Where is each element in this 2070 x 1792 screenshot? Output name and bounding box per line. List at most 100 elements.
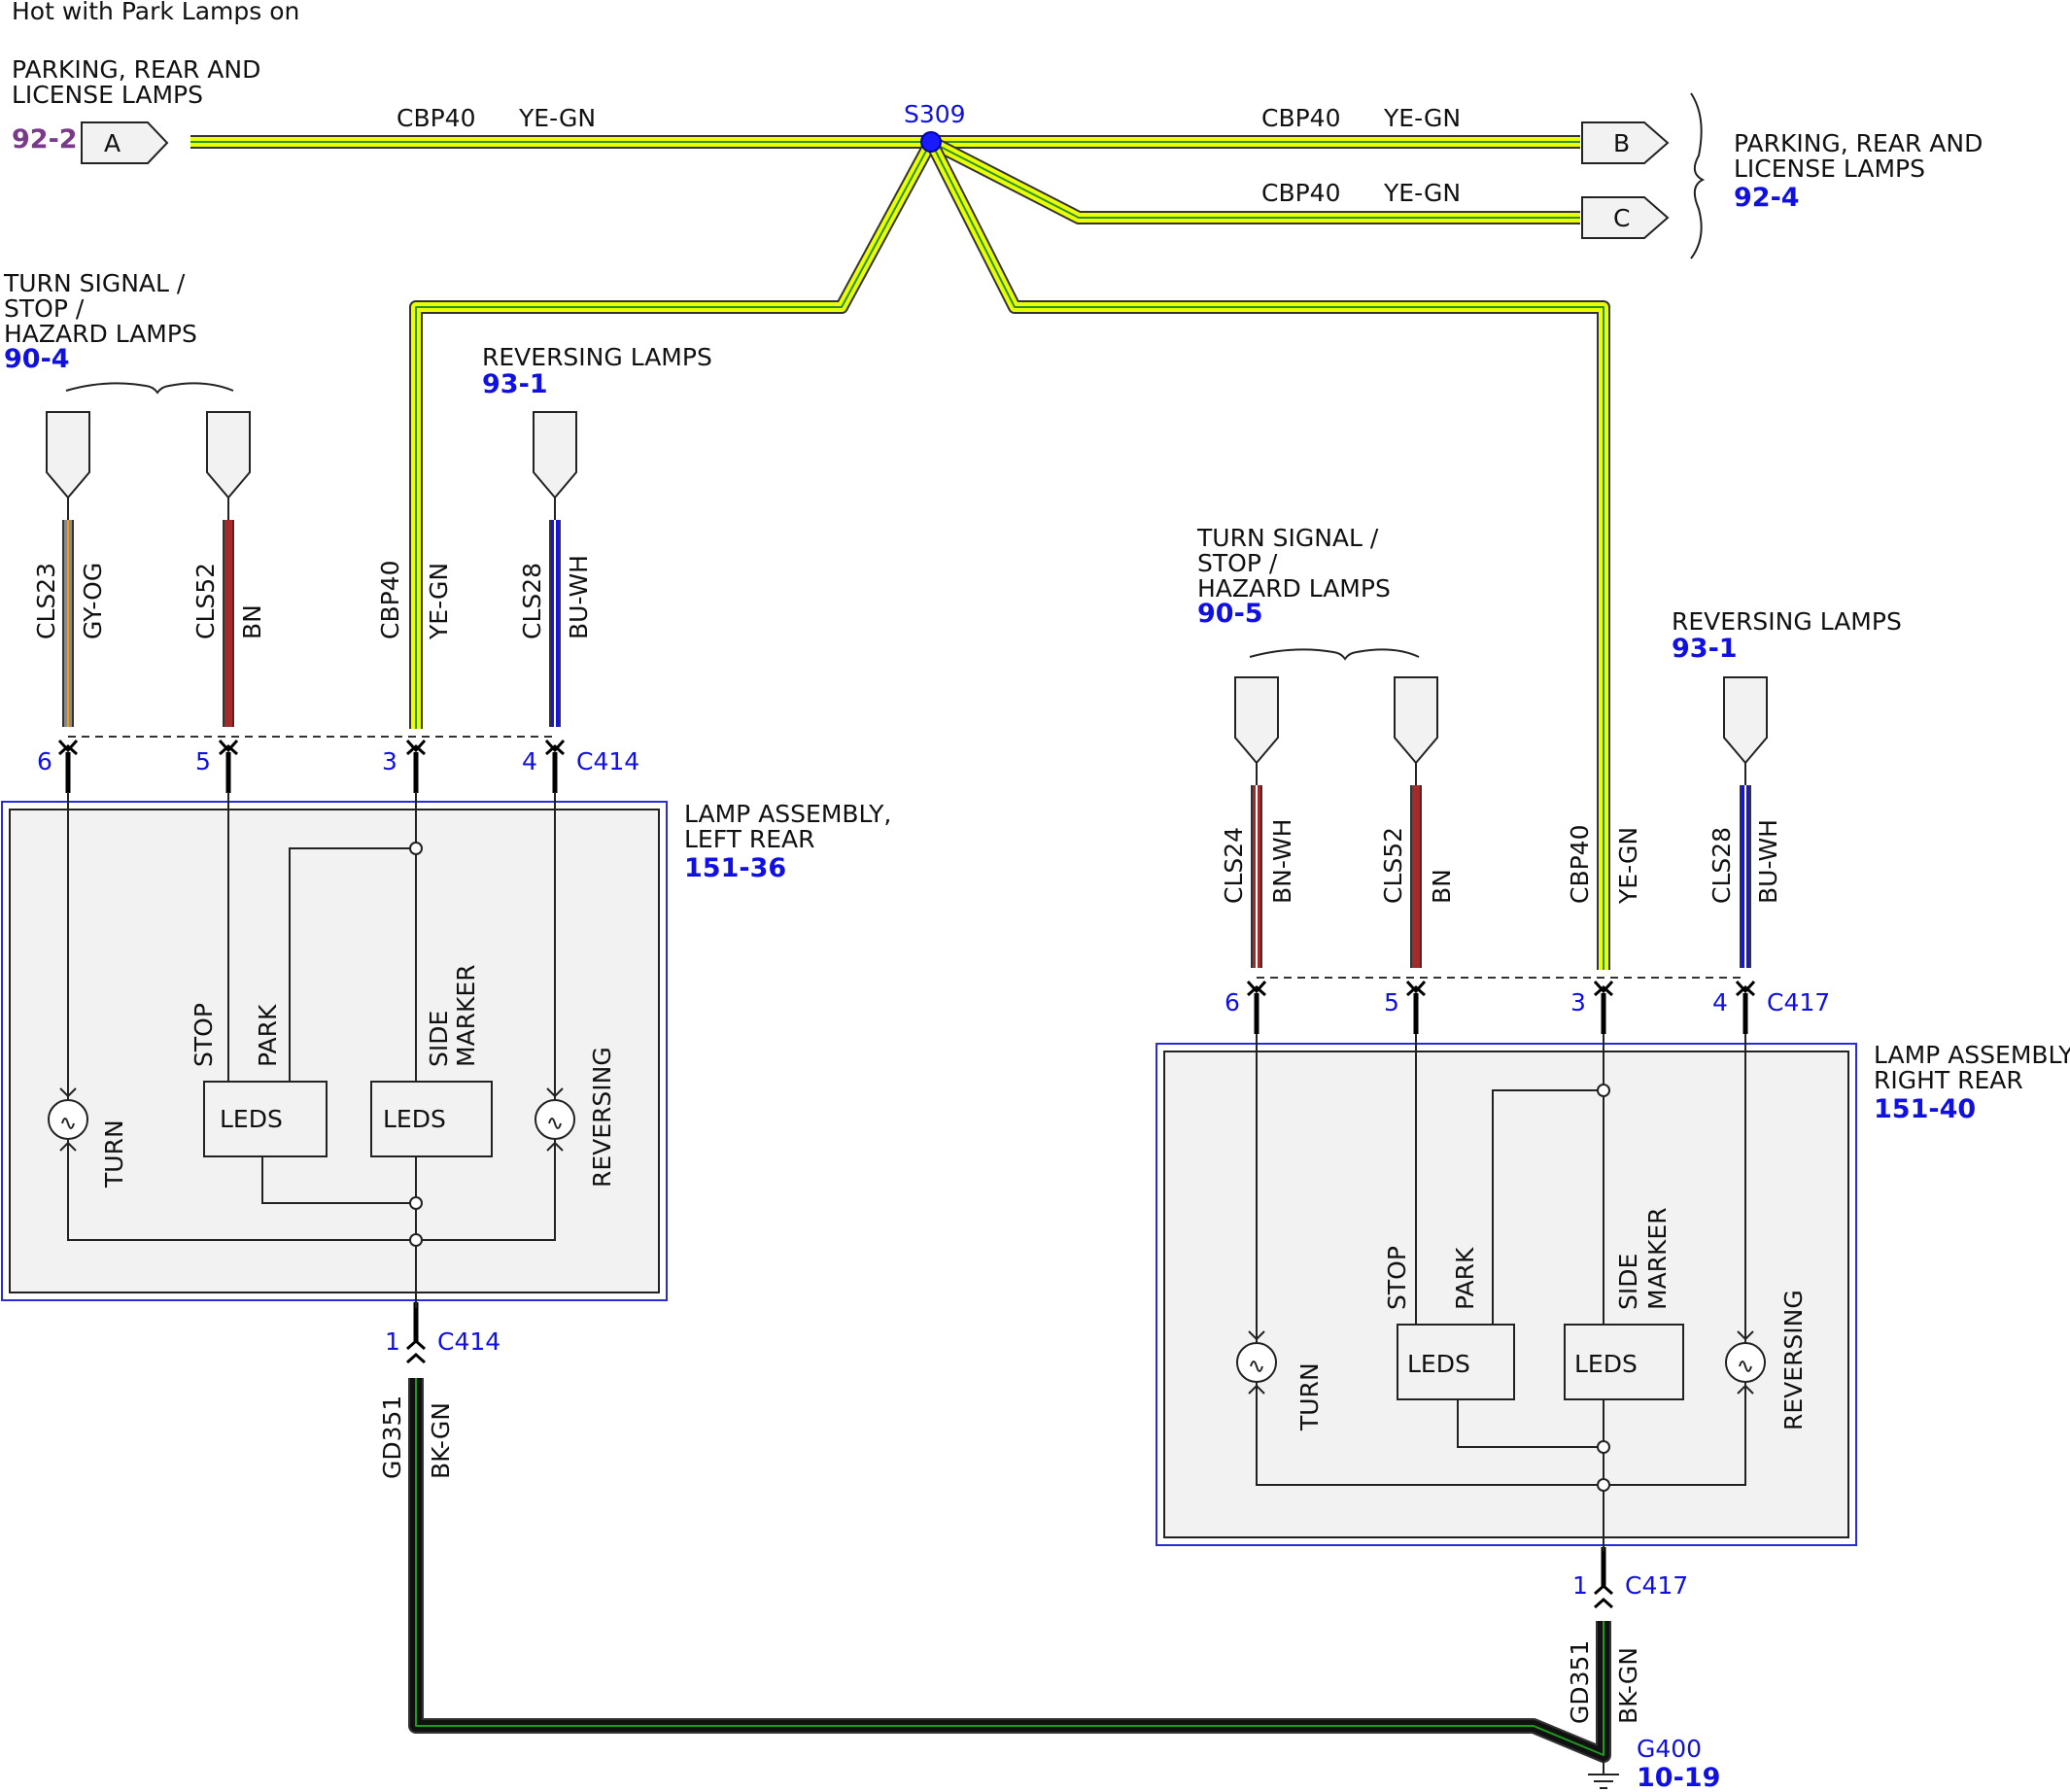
left-ground-pin: 1	[385, 1327, 400, 1356]
left-pin-symbol-3	[544, 739, 566, 793]
left-pin-6: 6	[37, 747, 52, 775]
right-w2-color: BN	[1428, 869, 1456, 904]
right-ground-connector: C417	[1625, 1571, 1688, 1600]
right-wire-labels: CLS24 BN-WH CLS52 BN CBP40 YE-GN CLS28 B…	[1220, 819, 1782, 905]
left-turn-label-3: HAZARD LAMPS	[4, 320, 197, 348]
left-ground-color: BK-GN	[427, 1402, 455, 1479]
right-tab-turn	[1234, 676, 1279, 765]
branch-b-color: YE-GN	[1383, 104, 1461, 132]
left-node-park	[409, 842, 423, 855]
wire-cbp40-s309-to-right	[924, 138, 1610, 970]
left-assembly-title-1: LAMP ASSEMBLY,	[684, 800, 891, 828]
branch-b-circuit: CBP40	[1261, 104, 1341, 132]
right-internal-circuit: LEDS LEDS STOP PARK SIDE MARKER TURN REV…	[1256, 1034, 1808, 1551]
left-stop-label: STOP	[190, 1003, 218, 1067]
right-ground-pin-symbol	[1594, 1547, 1613, 1609]
left-w3-circuit: CBP40	[376, 561, 404, 640]
left-w2-circuit: CLS52	[191, 563, 220, 639]
left-int-park	[289, 847, 416, 1082]
connector-c-label: C	[1613, 204, 1630, 232]
right-turn-ref: 90-5	[1197, 599, 1263, 629]
left-turn-lamp-label: TURN	[100, 1120, 128, 1189]
right-turn-label-1: TURN SIGNAL /	[1196, 524, 1379, 552]
left-node-gnd2	[409, 1233, 423, 1247]
left-group-labels: TURN SIGNAL / STOP / HAZARD LAMPS 90-4 R…	[3, 269, 712, 399]
left-reversing-lamp-label: REVERSING	[588, 1047, 616, 1188]
splice-s309-dot	[920, 131, 942, 153]
left-assembly-box	[9, 809, 660, 1293]
right-assembly-ref: 151-40	[1874, 1094, 1976, 1124]
left-pin-symbol-2	[405, 739, 427, 793]
right-rev-ref: 93-1	[1672, 634, 1738, 664]
ground-label: G400	[1637, 1735, 1702, 1763]
left-connector-label: C414	[576, 747, 639, 775]
right-turn-lamp-label: TURN	[1295, 1362, 1324, 1431]
connector-c-shape	[1581, 196, 1670, 239]
left-assembly-frame	[1, 801, 668, 1301]
right-pin-labels: 6 5 3 4 C417	[1225, 988, 1830, 1017]
right-int-turn	[1256, 1034, 1746, 1486]
left-int-leds1-gnd	[261, 1156, 416, 1204]
right-tab-reversing	[1723, 676, 1768, 765]
right-pin-3: 3	[1570, 988, 1586, 1017]
right-leds-1-label: LEDS	[1407, 1350, 1470, 1378]
left-pin-labels: 6 5 3 4 C414	[37, 747, 639, 775]
right-pin-symbol-1	[1405, 980, 1427, 1034]
left-w1-color: GY-OG	[79, 563, 107, 639]
connector-b-label: B	[1613, 129, 1630, 157]
right-ground-color: BK-GN	[1614, 1647, 1642, 1724]
left-leds-1	[203, 1081, 328, 1157]
right-reversing-bulb-icon	[1725, 1330, 1766, 1395]
left-turn-bulb-icon	[48, 1087, 88, 1152]
right-turn-bulb-icon	[1236, 1330, 1277, 1395]
right-w4-color: BU-WH	[1754, 819, 1782, 904]
dest-brace	[1690, 92, 1706, 259]
right-stop-label: STOP	[1383, 1246, 1411, 1310]
left-turn-ref: 90-4	[4, 344, 70, 374]
left-turn-label-1: TURN SIGNAL /	[3, 269, 186, 297]
right-pin-symbol-2	[1593, 980, 1614, 1034]
left-internal-circuit: LEDS LEDS STOP PARK SIDE MARKER TURN REV…	[67, 792, 616, 1308]
right-int-leds1-gnd	[1457, 1399, 1604, 1448]
left-turn-label-2: STOP /	[4, 294, 85, 323]
header-note: Hot with Park Lamps on	[12, 0, 299, 25]
left-w1-circuit: CLS23	[32, 563, 60, 639]
right-node-gnd1	[1597, 1440, 1610, 1454]
ground-ref: 10-19	[1637, 1763, 1720, 1792]
right-connector-label: C417	[1767, 988, 1830, 1017]
left-source: PARKING, REAR AND LICENSE LAMPS 92-2 A C…	[12, 55, 596, 164]
connector-a-shape	[81, 121, 169, 164]
right-assembly-box	[1163, 1051, 1849, 1538]
right-group-labels: TURN SIGNAL / STOP / HAZARD LAMPS 90-5 R…	[1196, 524, 1902, 664]
left-w3-color: YE-GN	[425, 563, 453, 640]
right-rev-label: REVERSING LAMPS	[1672, 607, 1902, 636]
right-w2-circuit: CLS52	[1379, 827, 1407, 904]
connector-pins	[57, 739, 1756, 1609]
left-ground-labels: 1 C414 GD351 BK-GN	[378, 1327, 500, 1479]
left-source-circuit: CBP40	[397, 104, 476, 132]
right-dest-ref: 92-4	[1734, 183, 1800, 213]
right-lamp-assembly: LAMP ASSEMBLY, RIGHT REAR 151-40	[1156, 1041, 2070, 1546]
left-pin-4: 4	[522, 747, 537, 775]
right-pin-5: 5	[1384, 988, 1399, 1017]
wire-cbp40-s309-to-left	[409, 138, 938, 729]
left-pin-5: 5	[195, 747, 211, 775]
right-turn-brace	[1249, 648, 1420, 661]
right-marker-label: MARKER	[1643, 1207, 1672, 1310]
ground-g400: G400 10-19	[1588, 1735, 1720, 1792]
left-w4-circuit: CLS28	[518, 563, 546, 639]
right-dest-title-1: PARKING, REAR AND	[1734, 129, 1983, 157]
left-marker-label: MARKER	[452, 964, 480, 1067]
left-source-title-1: PARKING, REAR AND	[12, 55, 260, 84]
right-pin-symbol-0	[1246, 980, 1267, 1034]
left-w2-color: BN	[238, 604, 266, 639]
right-int-park	[1492, 1089, 1604, 1326]
left-leds-2-label: LEDS	[383, 1105, 446, 1133]
right-w1-color: BN-WH	[1268, 819, 1296, 904]
right-pin-symbol-3	[1735, 980, 1756, 1034]
right-leds-2-label: LEDS	[1574, 1350, 1638, 1378]
right-leds-1	[1397, 1324, 1515, 1400]
wire-cbp40-s309-to-c	[927, 135, 1580, 224]
left-turn-brace	[65, 382, 234, 395]
